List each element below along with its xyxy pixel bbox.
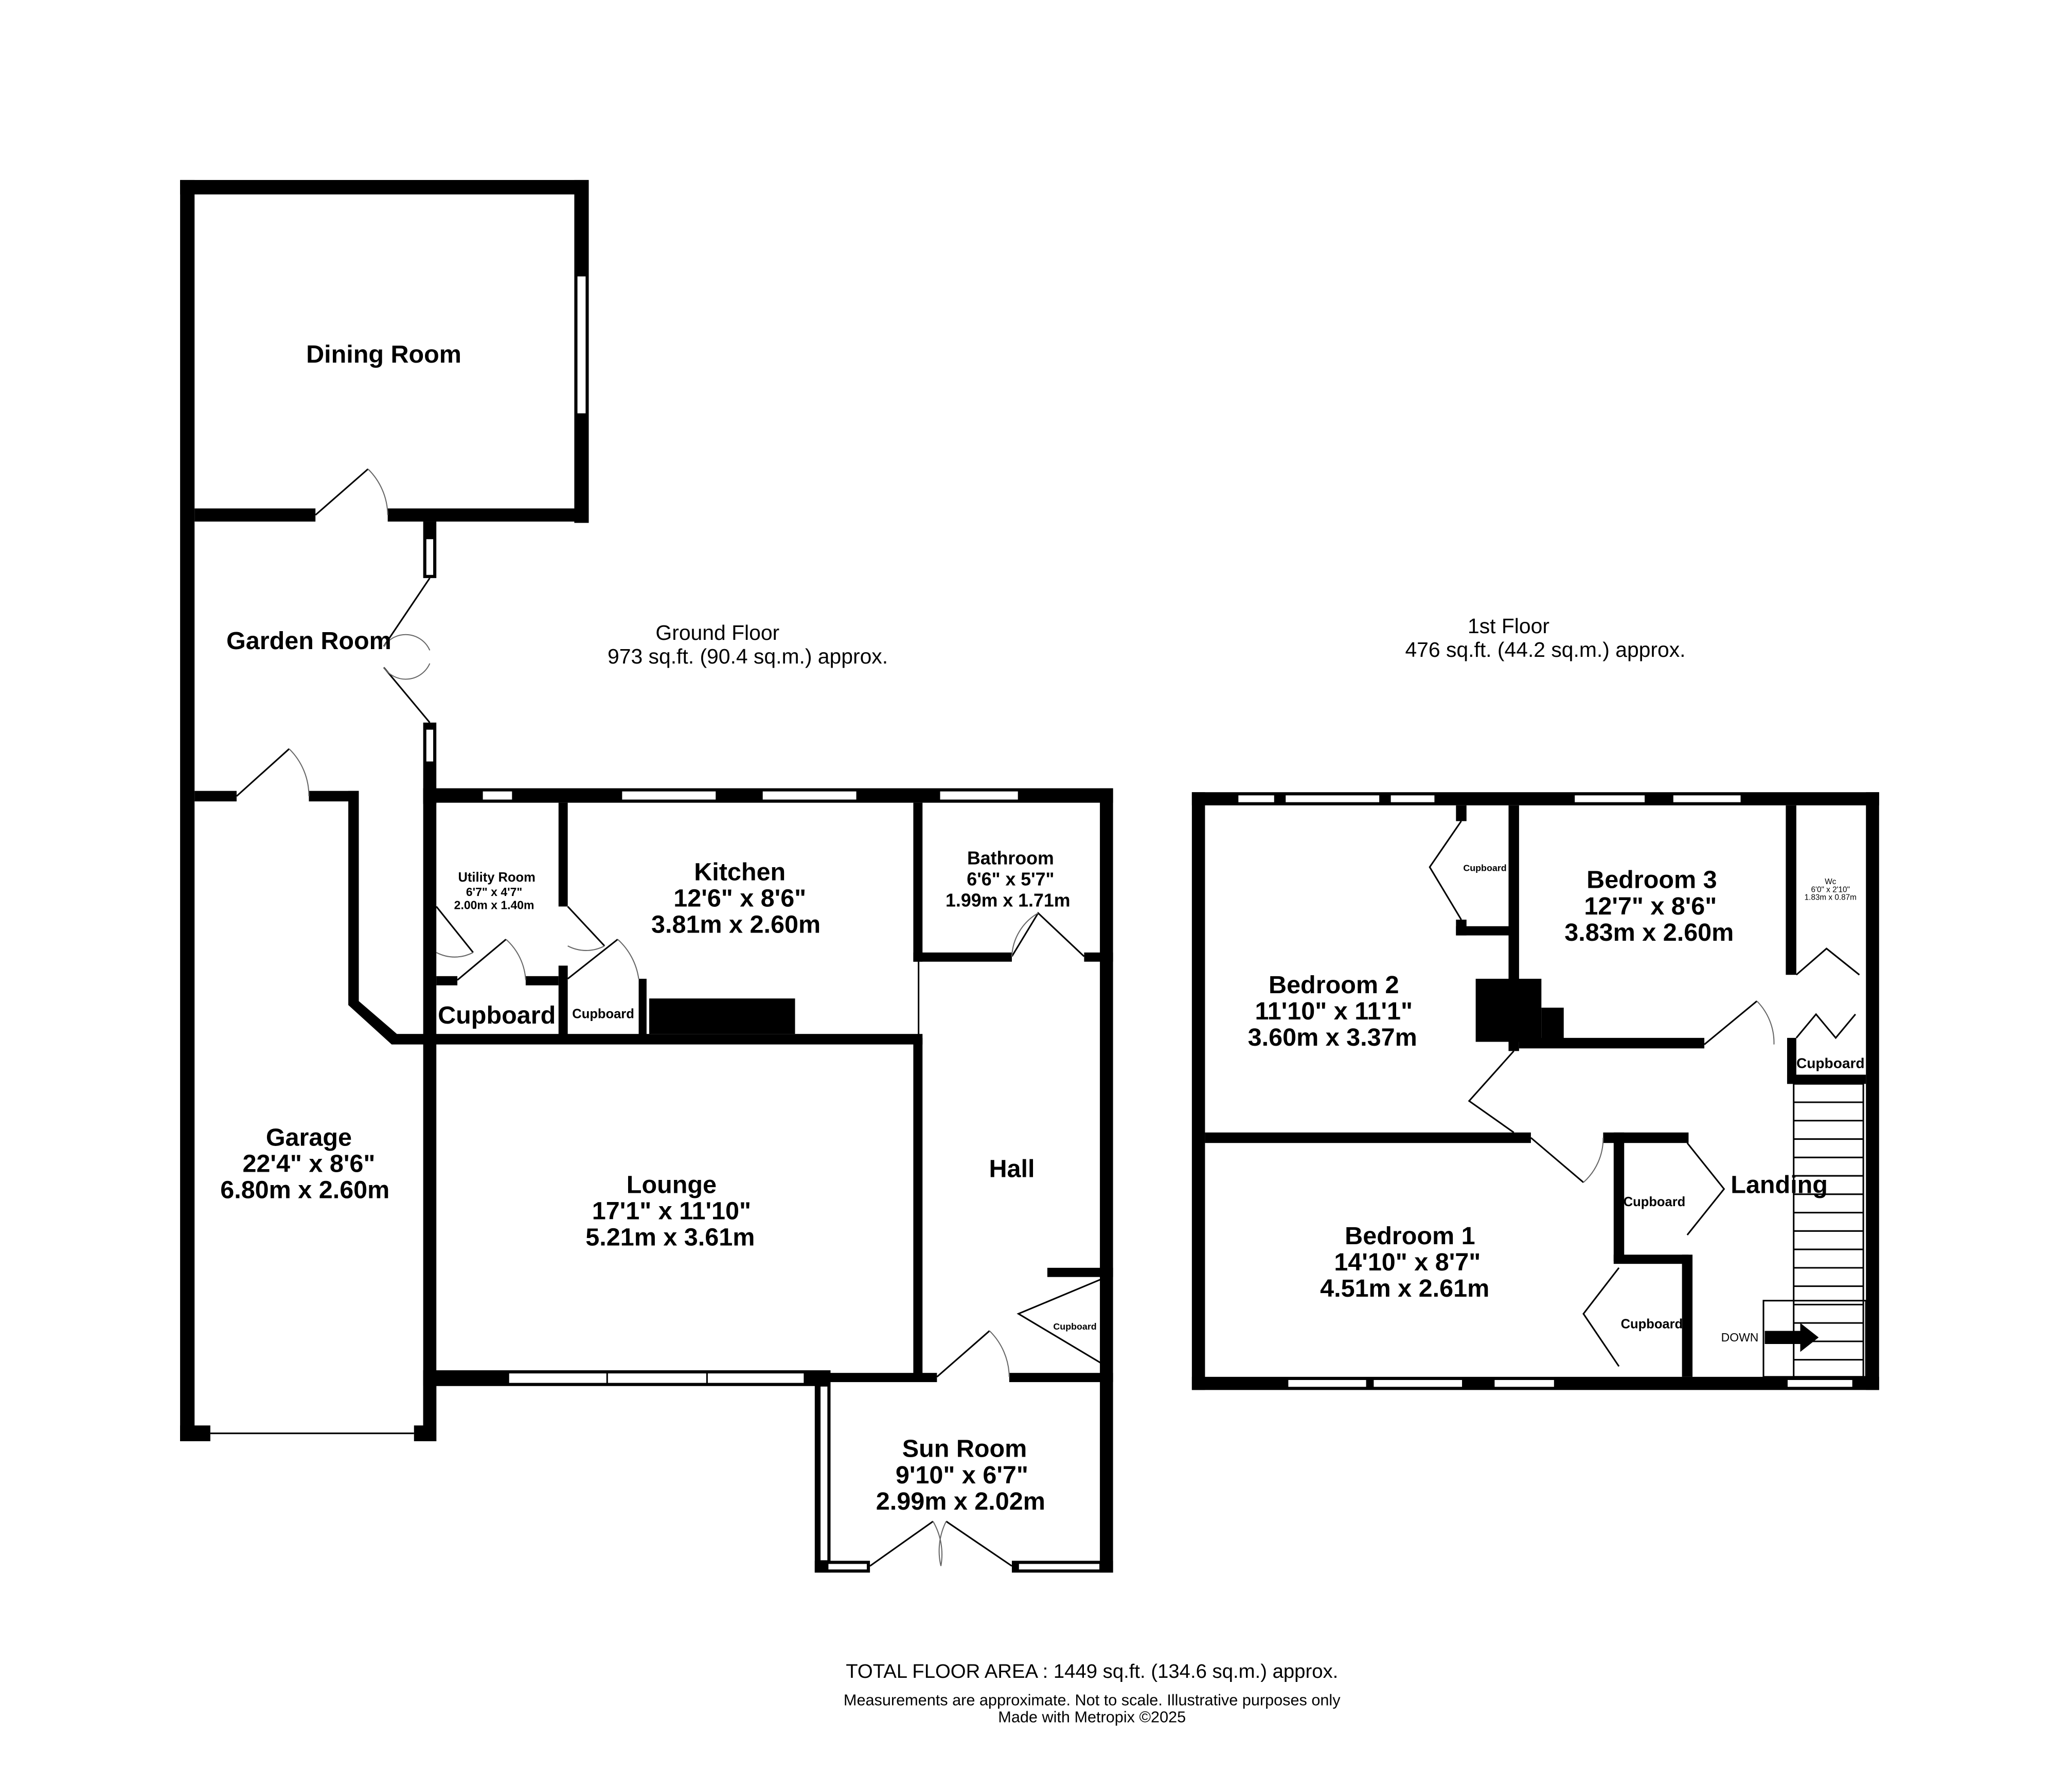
room-dims-imperial: 6'6" x 5'7" bbox=[967, 869, 1054, 890]
total-floor-area: TOTAL FLOOR AREA : 1449 sq.ft. (134.6 sq… bbox=[846, 1660, 1338, 1682]
room-dims-metric: 1.99m x 1.71m bbox=[946, 890, 1070, 910]
room-label-bedroom3: Bedroom 3 bbox=[1586, 866, 1717, 894]
cupboard-label: Cupboard bbox=[1624, 1195, 1686, 1209]
ground-floor-area: 973 sq.ft. (90.4 sq.m.) approx. bbox=[608, 644, 888, 668]
room-dims-metric: 3.81m x 2.60m bbox=[651, 911, 821, 939]
first-floor-title: 1st Floor bbox=[1468, 614, 1549, 638]
room-label-bedroom1: Bedroom 1 bbox=[1345, 1222, 1475, 1250]
room-label-wc: Wc bbox=[1825, 877, 1836, 886]
stairs-down-label: DOWN bbox=[1721, 1331, 1759, 1344]
room-dims-imperial: 6'7" x 4'7" bbox=[466, 885, 522, 899]
room-label-lounge: Lounge bbox=[627, 1171, 717, 1198]
room-dims-metric: 1.83m x 0.87m bbox=[1805, 893, 1857, 902]
ground-floor-title: Ground Floor bbox=[655, 621, 779, 644]
room-label-bathroom: Bathroom bbox=[967, 848, 1054, 869]
cupboard-label: Cupboard bbox=[572, 1007, 634, 1022]
room-label-dining: Dining Room bbox=[306, 341, 461, 368]
cupboard-label: Cupboard bbox=[1053, 1321, 1096, 1332]
credit: Made with Metropix ©2025 bbox=[998, 1709, 1186, 1726]
room-dims-imperial: 9'10" x 6'7" bbox=[896, 1461, 1028, 1489]
ground-floor-walls bbox=[180, 180, 1113, 1573]
room-dims-imperial: 6'0" x 2'10" bbox=[1811, 885, 1850, 894]
room-label-garden: Garden Room bbox=[226, 627, 391, 655]
room-dims-metric: 2.00m x 1.40m bbox=[454, 899, 534, 912]
room-label-sunroom: Sun Room bbox=[902, 1435, 1027, 1463]
labels: Dining Room Garden Room Ground Floor 973… bbox=[220, 341, 1864, 1726]
room-dims-metric: 3.83m x 2.60m bbox=[1564, 919, 1734, 946]
room-dims-imperial: 22'4" x 8'6" bbox=[242, 1150, 375, 1177]
first-floor-walls bbox=[1191, 792, 1879, 1390]
room-label-hall: Hall bbox=[989, 1155, 1035, 1183]
room-label-garage: Garage bbox=[266, 1123, 352, 1151]
cupboard-label: Cupboard bbox=[1621, 1317, 1683, 1331]
room-dims-metric: 3.60m x 3.37m bbox=[1248, 1024, 1417, 1051]
cupboard-label: Cupboard bbox=[1463, 863, 1506, 873]
room-label-utility: Utility Room bbox=[458, 870, 536, 885]
room-dims-metric: 5.21m x 3.61m bbox=[585, 1223, 755, 1251]
room-dims-metric: 6.80m x 2.60m bbox=[220, 1176, 389, 1204]
cupboard-label: Cupboard bbox=[438, 1001, 556, 1029]
room-dims-imperial: 11'10" x 11'1" bbox=[1255, 997, 1413, 1025]
room-dims-metric: 4.51m x 2.61m bbox=[1320, 1275, 1489, 1302]
room-dims-imperial: 12'6" x 8'6" bbox=[673, 884, 806, 912]
room-dims-metric: 2.99m x 2.02m bbox=[876, 1488, 1045, 1515]
room-dims-imperial: 17'1" x 11'10" bbox=[592, 1197, 751, 1225]
room-label-landing: Landing bbox=[1731, 1171, 1828, 1198]
room-dims-imperial: 14'10" x 8'7" bbox=[1334, 1248, 1481, 1276]
cupboard-label: Cupboard bbox=[1796, 1055, 1865, 1071]
room-label-bedroom2: Bedroom 2 bbox=[1269, 971, 1399, 999]
room-dims-imperial: 12'7" x 8'6" bbox=[1584, 892, 1717, 920]
room-label-kitchen: Kitchen bbox=[694, 858, 786, 886]
disclaimer: Measurements are approximate. Not to sca… bbox=[844, 1691, 1341, 1709]
first-floor-area: 476 sq.ft. (44.2 sq.m.) approx. bbox=[1405, 638, 1685, 661]
down-arrow-icon bbox=[1764, 1323, 1819, 1352]
